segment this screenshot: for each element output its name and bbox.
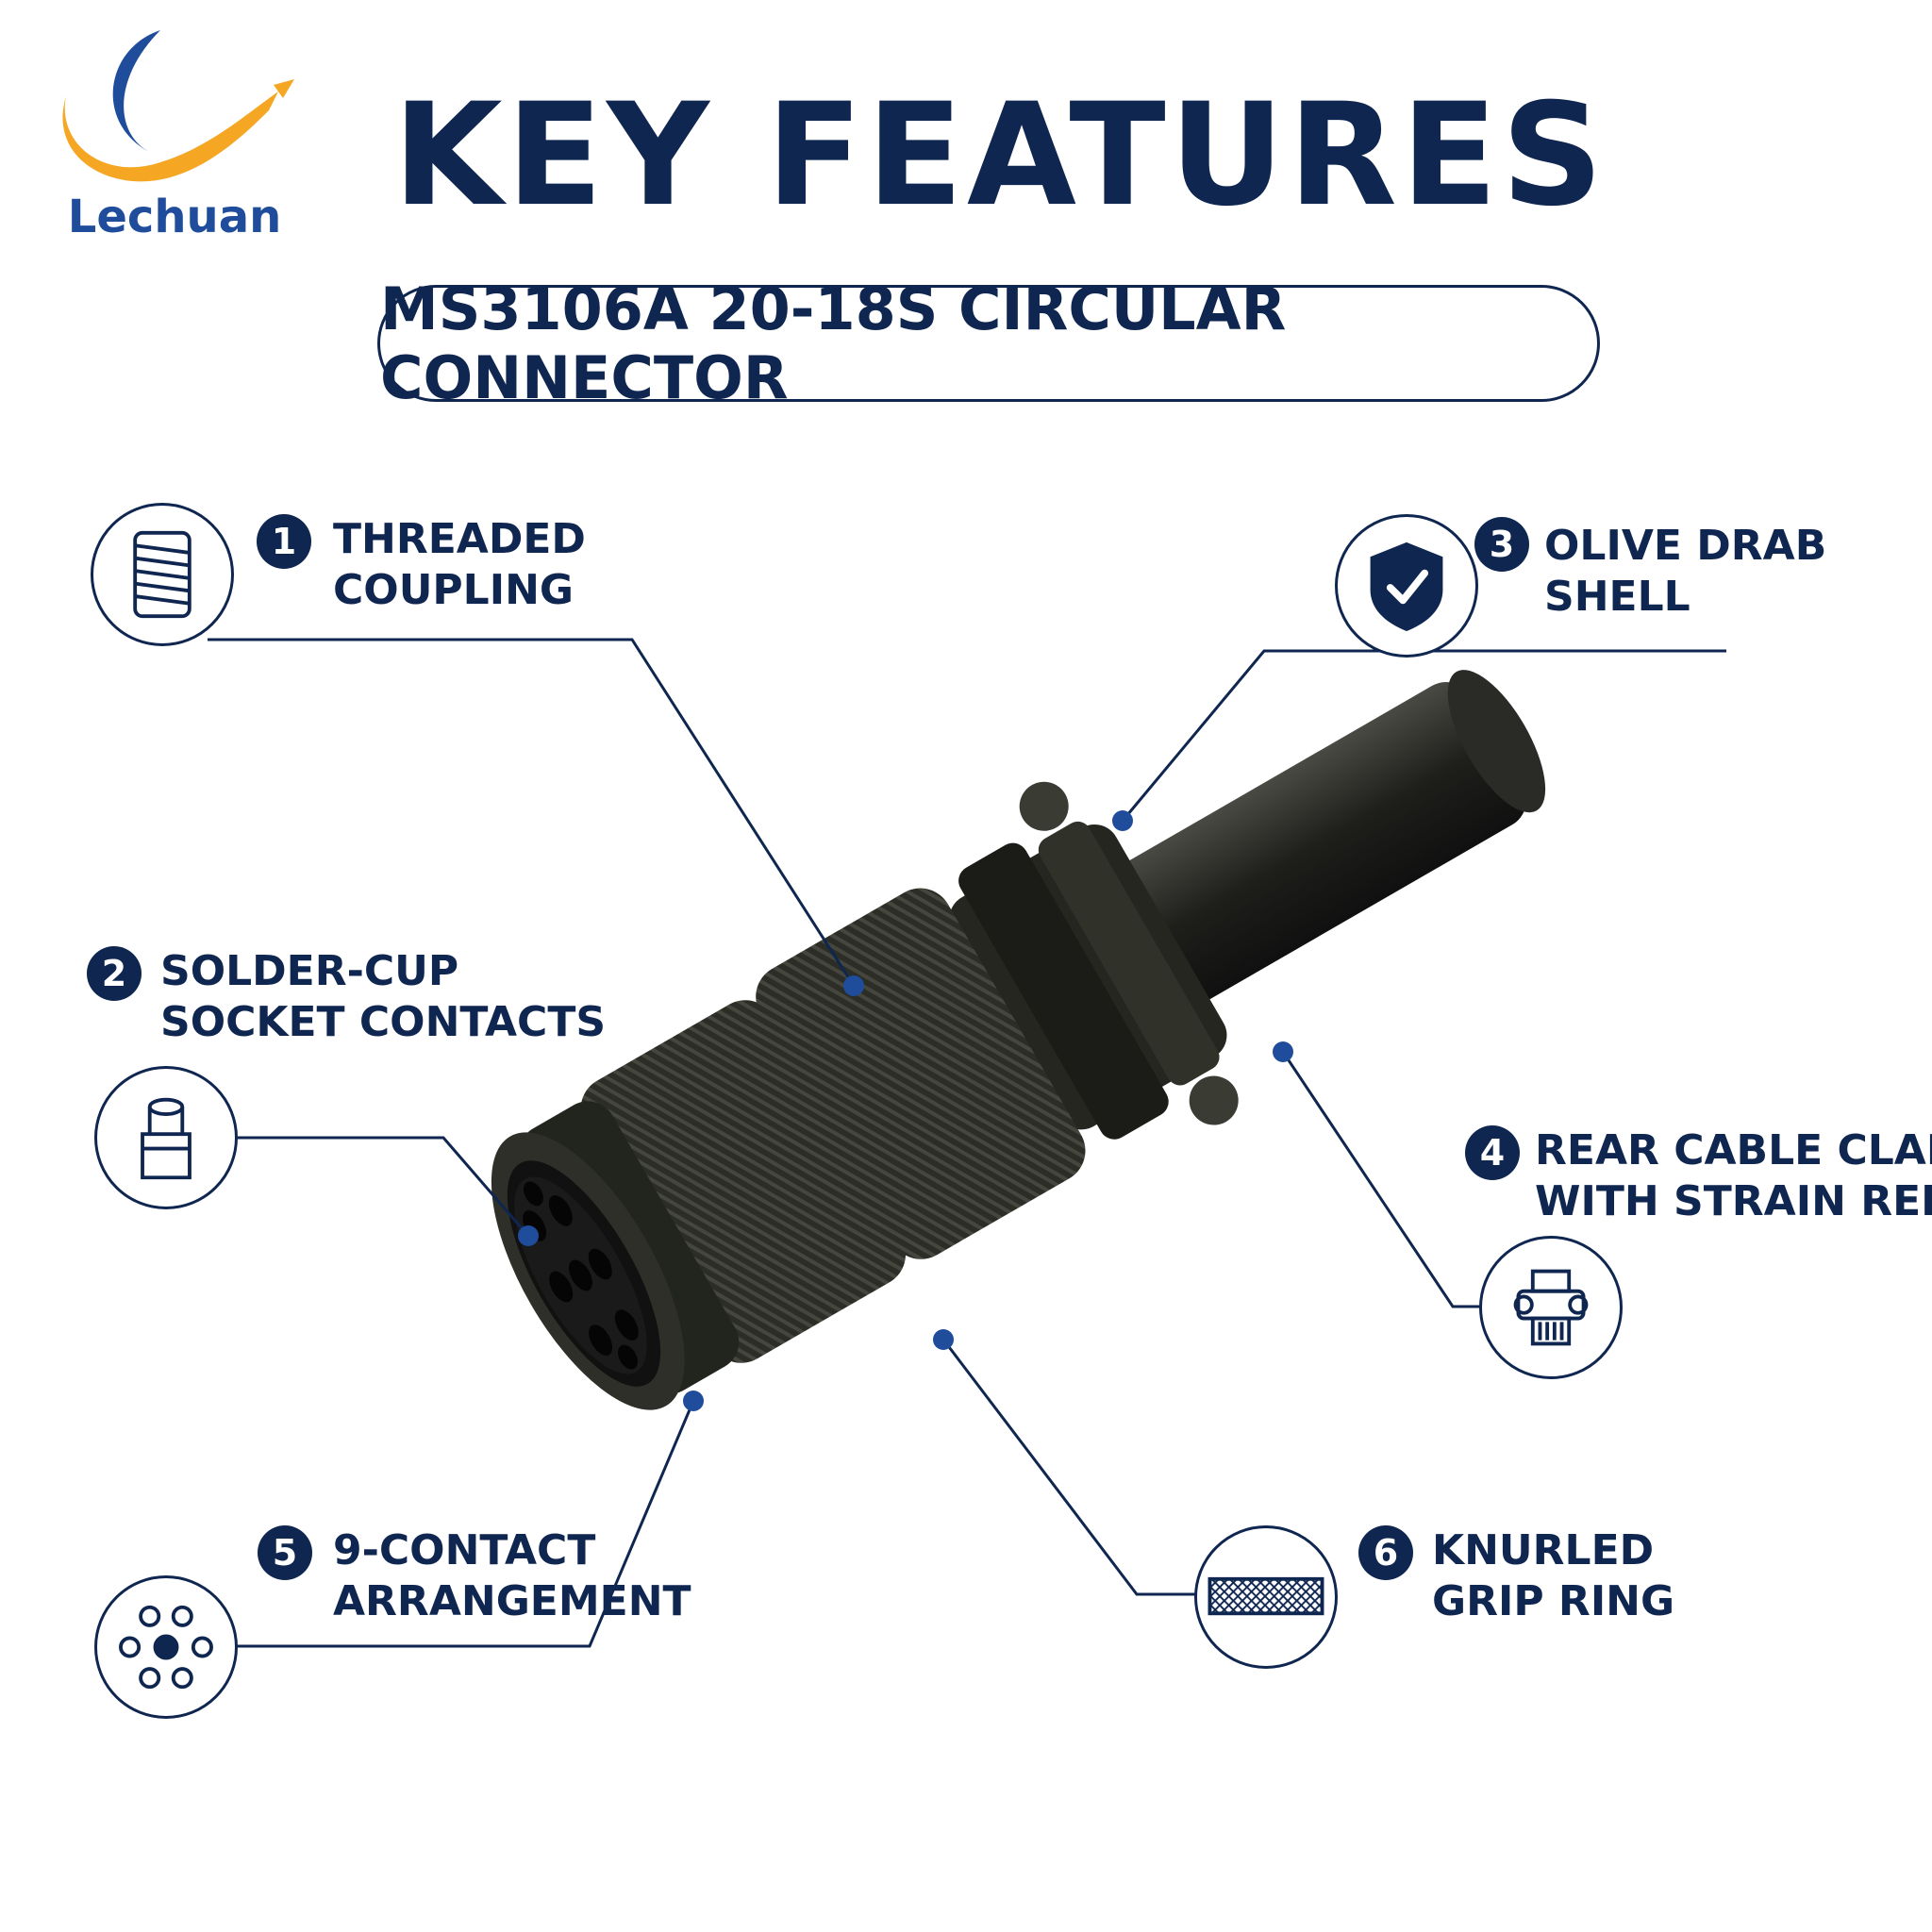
brand-name: Lechuan	[67, 191, 282, 243]
callout-dot-6	[933, 1329, 954, 1350]
feature-3-line1: OLIVE DRAB	[1544, 522, 1827, 570]
feature-4-line2: WITH STRAIN RELIEF	[1535, 1177, 1932, 1225]
leader-line-1	[208, 638, 856, 987]
feature-3-line2: SHELL	[1544, 573, 1690, 621]
feature-6-line1: KNURLED	[1432, 1526, 1655, 1574]
leader-line-5	[236, 1400, 695, 1648]
cable-clamp-icon	[1479, 1236, 1623, 1379]
feature-2-line2: SOCKET CONTACTS	[160, 998, 607, 1046]
subtitle-pill: MS3106A 20-18S CIRCULAR CONNECTOR	[377, 275, 1600, 412]
feature-number-3: 3	[1474, 517, 1529, 572]
feature-1-line1: THREADED	[333, 515, 586, 563]
feature-label-1: THREADED COUPLING	[333, 514, 586, 616]
feature-label-5: 9-CONTACT ARRANGEMENT	[333, 1525, 691, 1627]
feature-4-line1: REAR CABLE CLAMP	[1535, 1126, 1932, 1174]
callout-dot-2	[518, 1225, 539, 1246]
leader-line-2	[238, 1136, 530, 1237]
feature-1-line2: COUPLING	[333, 566, 575, 614]
shield-check-icon	[1335, 514, 1478, 658]
feature-5-line1: 9-CONTACT	[333, 1526, 596, 1574]
leader-line-3	[1121, 649, 1726, 822]
leader-line-6	[941, 1339, 1198, 1596]
callout-dot-5	[683, 1391, 704, 1411]
knurl-icon	[1194, 1525, 1338, 1669]
feature-number-4: 4	[1465, 1125, 1520, 1180]
threaded-coupling-icon	[91, 503, 234, 646]
feature-label-2: SOLDER-CUP SOCKET CONTACTS	[160, 946, 606, 1048]
feature-number-5: 5	[258, 1525, 312, 1580]
feature-2-line1: SOLDER-CUP	[160, 947, 459, 995]
page-title: KEY FEATURES	[392, 74, 1607, 238]
feature-6-line2: GRIP RING	[1432, 1577, 1675, 1625]
logo-mark-icon	[62, 30, 294, 182]
feature-label-6: KNURLED GRIP RING	[1432, 1525, 1674, 1627]
contact-pattern-icon	[94, 1575, 238, 1719]
solder-cup-icon	[94, 1066, 238, 1209]
brand-logo: Lechuan	[47, 21, 302, 247]
subtitle-text: MS3106A 20-18S CIRCULAR CONNECTOR	[380, 275, 1287, 412]
feature-5-line2: ARRANGEMENT	[333, 1577, 691, 1625]
callout-dot-1	[843, 975, 864, 996]
callout-dot-3	[1112, 810, 1133, 831]
feature-number-1: 1	[257, 514, 311, 569]
feature-label-3: OLIVE DRAB SHELL	[1544, 521, 1826, 623]
callout-dot-4	[1273, 1041, 1293, 1062]
leader-line-4	[1281, 1051, 1481, 1308]
feature-label-4: REAR CABLE CLAMP WITH STRAIN RELIEF	[1535, 1125, 1932, 1227]
feature-number-6: 6	[1358, 1525, 1413, 1580]
feature-number-2: 2	[87, 946, 142, 1001]
